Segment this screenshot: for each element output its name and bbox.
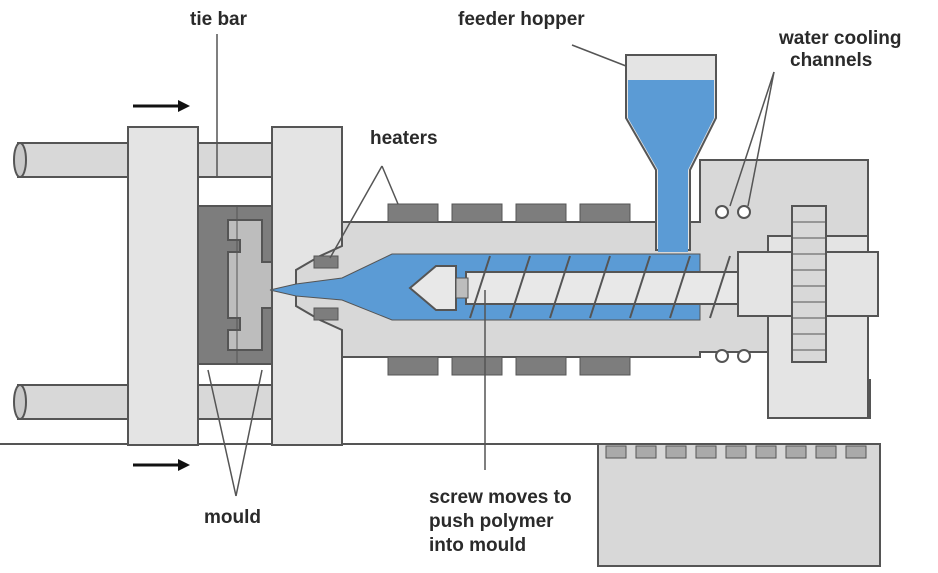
label-water-cooling-line1: water cooling	[778, 28, 901, 49]
feeder-hopper	[625, 54, 717, 252]
clamp-direction-arrows	[133, 100, 190, 471]
water-cooling-channels	[715, 205, 751, 363]
label-screw-line2: push polymer	[429, 511, 554, 532]
moving-platen	[127, 126, 199, 446]
label-water-cooling-line2: channels	[790, 50, 872, 71]
screw	[408, 255, 767, 319]
label-screw-line3: into mould	[429, 535, 526, 556]
label-tie-bar: tie bar	[190, 9, 248, 30]
label-feeder-hopper: feeder hopper	[458, 9, 585, 30]
drive-gear	[737, 205, 879, 363]
heater-bands	[313, 203, 631, 376]
label-screw-line1: screw moves to	[429, 487, 572, 508]
label-mould: mould	[204, 507, 261, 528]
label-heaters: heaters	[370, 128, 438, 149]
mould	[197, 205, 277, 365]
leader-lines	[207, 34, 775, 497]
machine-base	[0, 443, 881, 567]
